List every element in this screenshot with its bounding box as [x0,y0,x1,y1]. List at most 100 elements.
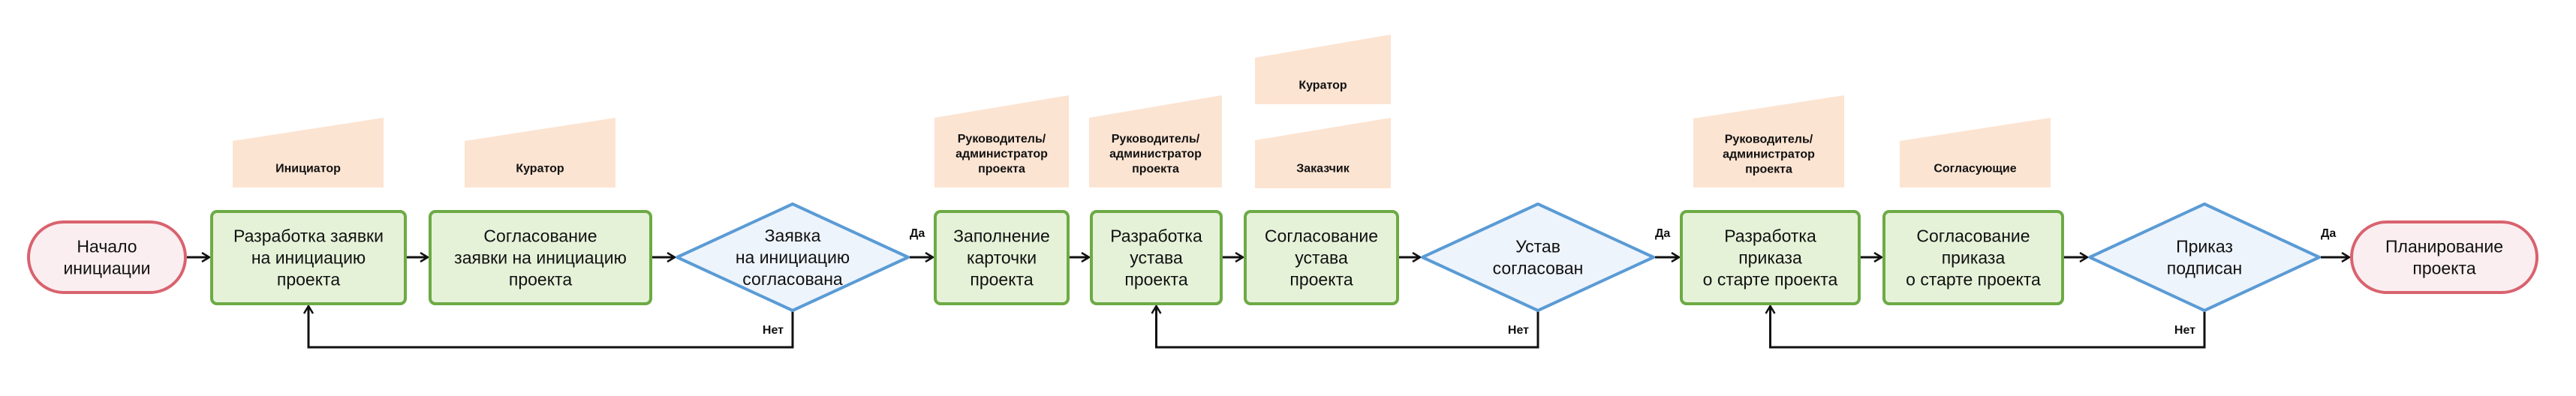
terminal-label: Планирование проекта [2385,237,2503,278]
loop-connector [1771,306,2206,349]
process-label-line: о старте проекта [1703,270,1838,290]
role-label-line: Руководитель/ [1725,134,1813,146]
process-shape [1090,210,1223,305]
decision-shape [2088,202,2321,312]
terminal-label-line: инициации [63,259,150,278]
decision-label-line: на инициацию [736,248,850,267]
process-shape [1882,210,2064,305]
edge-d1-p3: Да [910,227,933,257]
terminal-label-line: Планирование [2385,237,2503,256]
role-label-line: Куратор [516,163,564,176]
role-label: Согласующие [1934,163,2016,176]
process-label-line: проекта [509,270,572,290]
terminal-shape [27,220,187,294]
role-label-line: Инициатор [275,163,341,176]
role-shape [1089,95,1222,188]
role-label-line: проекта [978,163,1025,176]
process-label-line: проекта [277,270,340,290]
decision-label: Приказ подписан [2167,237,2242,278]
decision-shape [1421,202,1655,312]
role-card: Куратор [465,118,615,188]
role-shape [465,118,615,188]
process-label-line: на инициацию [251,248,366,268]
loop-connector [1157,306,1539,349]
process-shape [1244,210,1399,305]
process-label-line: приказа [1738,248,1802,268]
role-card: Куратор [1255,34,1391,104]
process-label-line: проекта [1124,270,1187,290]
role-shape [934,95,1069,188]
role-label-line: Руководитель/ [1112,133,1200,146]
edge-label-no: Нет [763,324,784,337]
role-card: Согласующие [1900,118,2051,188]
process-shape [429,210,652,305]
decision-label-line: согласован [1493,259,1584,278]
process-label-line: Разработка [1110,226,1202,246]
process-shape [1680,210,1861,305]
role-label-line: проекта [1745,164,1792,176]
process-label-line: проекта [970,270,1033,290]
decision-shape [676,202,910,312]
role-card: Инициатор [233,118,384,188]
process-label-line: устава [1295,248,1348,268]
role-shape [1255,118,1391,188]
process-label-line: Разработка [1724,226,1816,246]
role-label-line: Куратор [1299,80,1347,92]
role-label: Куратор [1299,80,1347,92]
edge-label-yes: Да [910,227,925,240]
edge-label-yes: Да [1655,227,1670,240]
process-label-line: карточки [967,248,1037,268]
decision-label-line: Приказ [2176,237,2233,256]
role-label-line: администратор [955,148,1048,160]
process-shape [210,210,407,305]
role-label-line: администратор [1109,148,1202,160]
role-label-line: проекта [1132,163,1179,176]
loop-connector [308,306,794,349]
decision-label-line: согласована [742,269,843,289]
process-shape [934,210,1070,305]
role-shape [233,118,384,188]
process-label-line: Согласование [1916,226,2030,246]
role-shape [1693,95,1844,188]
role-label-line: Заказчик [1296,163,1350,176]
process-label-line: заявки на инициацию [454,248,627,268]
decision-label-line: подписан [2167,259,2242,278]
edge-d1-p1: Нет [308,306,794,349]
terminal-node-end[interactable]: Планирование проекта [2350,220,2538,294]
process-label-line: Согласование [1265,226,1378,246]
role-label: Инициатор [275,163,341,176]
edge-label-yes: Да [2321,227,2336,240]
process-label-line: о старте проекта [1906,270,2041,290]
decision-node-d3[interactable]: Приказ подписан [2088,202,2321,312]
process-label-line: Заполнение [953,226,1050,246]
terminal-label-line: проекта [2412,259,2475,278]
edge-d2-p4: Нет [1157,306,1539,349]
edge-label-no: Нет [1508,324,1529,337]
edge-d3-p6: Нет [1771,306,2206,349]
